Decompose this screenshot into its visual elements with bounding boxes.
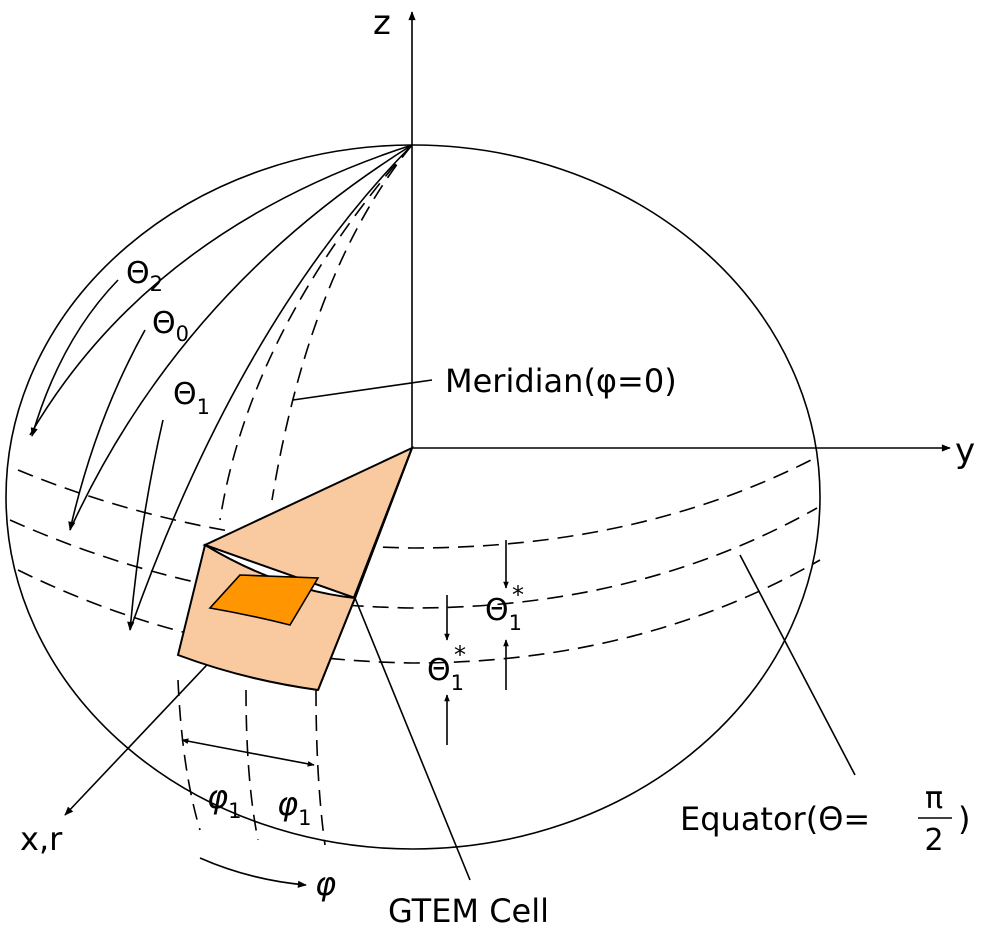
phi1-right-arrow	[244, 751, 315, 767]
equator-numerator: π	[925, 781, 943, 816]
meridian-line-3	[129, 144, 413, 631]
lower-meridian-1	[177, 679, 201, 831]
phi-axis-label: φ	[315, 865, 336, 903]
theta1star-upper-label: Θ1*	[485, 581, 524, 635]
theta0-arrow	[68, 329, 146, 531]
theta1-arrow	[127, 419, 164, 631]
latitude-theta2	[17, 457, 816, 549]
latitude-theta1	[17, 559, 821, 664]
equator-leader	[739, 554, 856, 776]
lower-meridian-3	[315, 689, 326, 846]
theta2-label: Θ2	[126, 256, 163, 296]
theta1-label: Θ1	[173, 377, 210, 419]
theta0-label: Θ0	[152, 306, 189, 346]
gtem-aperture	[208, 574, 320, 626]
z-axis-label: z	[373, 3, 391, 43]
phi1-left-arrow	[181, 738, 246, 753]
phi1-left-label: φ1	[207, 778, 241, 823]
meridian-dashed-1	[219, 144, 413, 521]
gtem-cell-label: GTEM Cell	[388, 892, 549, 930]
meridian-label: Meridian(φ=0)	[445, 362, 677, 400]
equator-suffix: )	[958, 800, 970, 838]
gtem-apex-line	[354, 447, 413, 599]
y-axis-label: y	[955, 431, 975, 471]
equator-label: Equator(Θ=	[680, 800, 870, 838]
theta1star-lower-label: Θ1*	[427, 641, 466, 695]
meridian-line-2	[69, 144, 413, 531]
meridian-leader	[292, 379, 433, 401]
meridian-line-1	[29, 144, 413, 436]
equator-denominator: 2	[924, 823, 943, 858]
gtem-leader	[354, 597, 471, 881]
lower-meridian-2	[245, 689, 259, 841]
latitude-theta0	[9, 507, 818, 609]
sphere-outline	[5, 144, 821, 850]
theta2-arrow	[30, 279, 119, 437]
meridian-dashed-phi0	[271, 144, 413, 501]
x-axis-label: x,r	[20, 820, 63, 858]
phi-direction-arrow	[199, 857, 307, 888]
phi1-right-label: φ1	[277, 785, 311, 830]
